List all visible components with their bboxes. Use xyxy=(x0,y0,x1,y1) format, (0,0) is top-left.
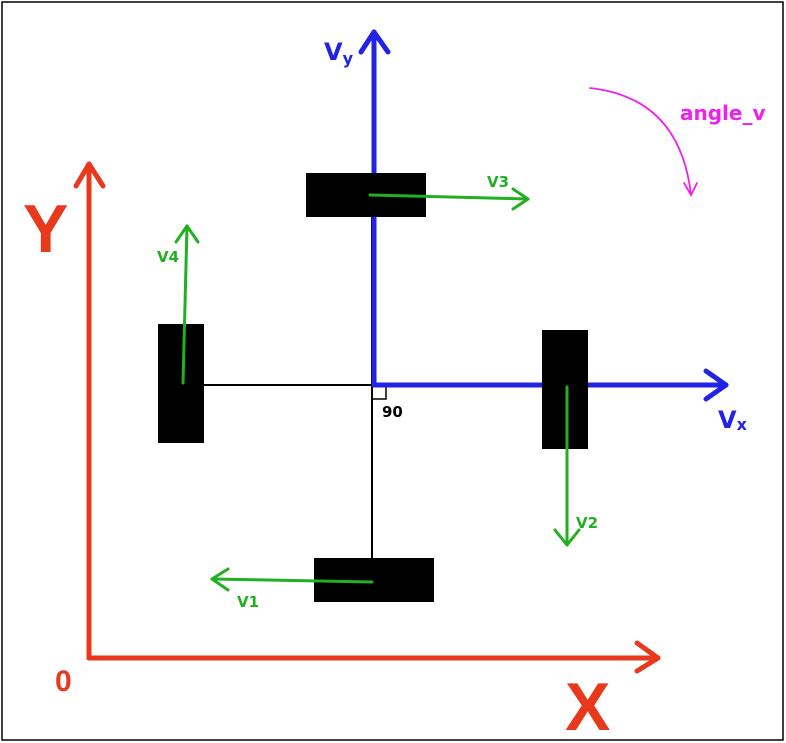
v3-arrowhead xyxy=(511,187,530,211)
global-y-label: Y xyxy=(23,191,68,267)
wheel-left xyxy=(158,324,204,443)
vy-arrowhead xyxy=(358,29,391,55)
global-axes xyxy=(73,161,661,674)
v3-label: V3 xyxy=(487,173,509,191)
v4-label: V4 xyxy=(157,248,179,266)
v2-arrowhead xyxy=(553,528,581,547)
v4-arrowhead xyxy=(174,224,200,244)
angle-arrowhead xyxy=(683,182,698,197)
origin-label: 0 xyxy=(55,665,72,698)
wheel-vectors xyxy=(174,187,581,592)
right-angle-label: 90 xyxy=(382,403,403,421)
angle-indicator xyxy=(589,87,698,197)
global-y-arrowhead xyxy=(73,161,106,189)
v1-vector xyxy=(210,577,374,584)
v3-vector xyxy=(368,193,530,201)
global-x-arrowhead xyxy=(634,640,661,674)
v4-vector xyxy=(181,224,189,385)
v1-arrowhead xyxy=(210,567,230,592)
vx-arrowhead xyxy=(703,368,729,402)
vy-label: Vy xyxy=(324,38,354,68)
wheel-right xyxy=(542,330,588,449)
vx-label: Vx xyxy=(718,406,748,434)
right-angle-marker xyxy=(372,385,387,400)
global-x-label: X xyxy=(565,669,610,743)
v2-label: V2 xyxy=(576,514,598,532)
v1-label: V1 xyxy=(237,593,259,611)
angle-label: angle_v xyxy=(680,101,766,125)
angle-arc xyxy=(589,87,692,196)
